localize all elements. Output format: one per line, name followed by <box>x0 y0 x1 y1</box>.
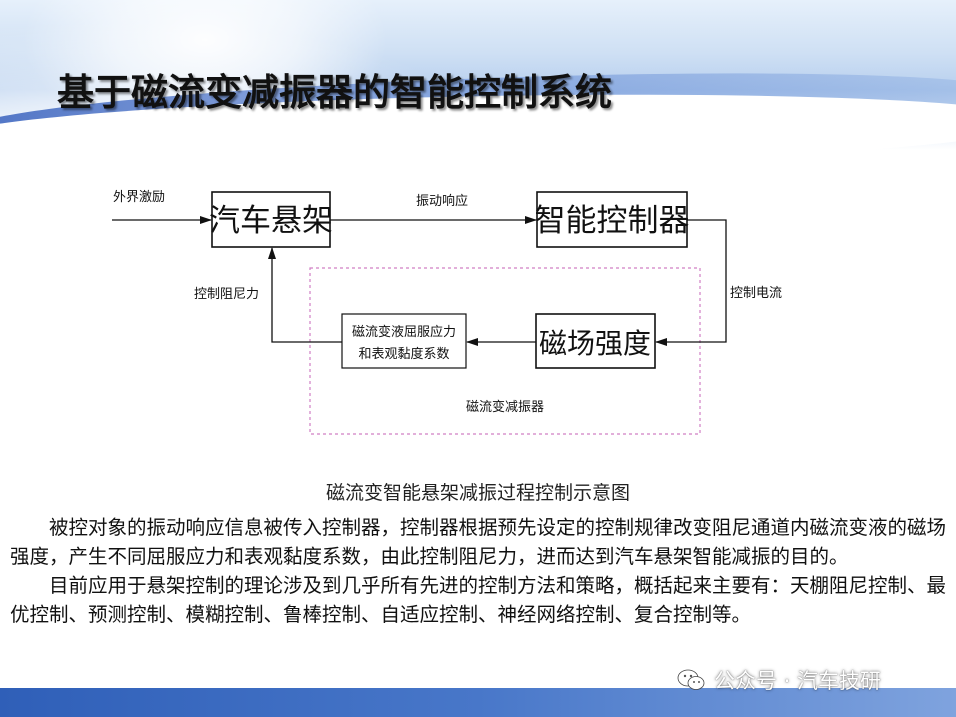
footer-bar <box>0 688 956 717</box>
paragraph-2: 目前应用于悬架控制的理论涉及到几乎所有先进的控制方法和策略，概括起来主要有：天棚… <box>10 574 947 626</box>
suspension-label: 汽车悬架 <box>209 203 333 239</box>
damping-force-label: 控制阻尼力 <box>194 287 259 302</box>
controller-box <box>536 191 688 248</box>
watermark-text: 公众号 · 汽车技研 <box>714 669 882 693</box>
damper-group-label: 磁流变减振器 <box>466 399 544 415</box>
control-current-arrow <box>655 219 727 346</box>
controller-label: 智能控制器 <box>535 203 690 239</box>
damping-force-arrow <box>268 247 342 343</box>
field-strength-box <box>535 313 656 369</box>
page-title: 基于磁流变减振器的智能控制系统 <box>57 71 612 114</box>
fluid-property-label-line2: 和表观黏度系数 <box>358 346 449 362</box>
diagram-caption: 磁流变智能悬架减振过程控制示意图 <box>325 482 630 504</box>
control-current-label: 控制电流 <box>730 286 782 301</box>
fluid-property-label-line1: 磁流变液屈服应力 <box>352 324 456 340</box>
body-text: 被控对象的振动响应信息被传入控制器，控制器根据预先设定的控制规律改变阻尼通道内磁… <box>10 513 950 629</box>
field-strength-label: 磁场强度 <box>539 327 651 360</box>
vibration-response-label: 振动响应 <box>416 193 468 209</box>
watermark: 公众号 · 汽车技研 <box>676 664 881 696</box>
wechat-icon <box>677 669 705 690</box>
damper-group-border <box>309 267 701 435</box>
header-banner <box>0 0 956 176</box>
paragraph-1: 被控对象的振动响应信息被传入控制器，控制器根据预先设定的控制规律改变阻尼通道内磁… <box>10 516 947 568</box>
fluid-property-box <box>341 313 467 369</box>
external-excitation-label: 外界激励 <box>113 190 165 205</box>
